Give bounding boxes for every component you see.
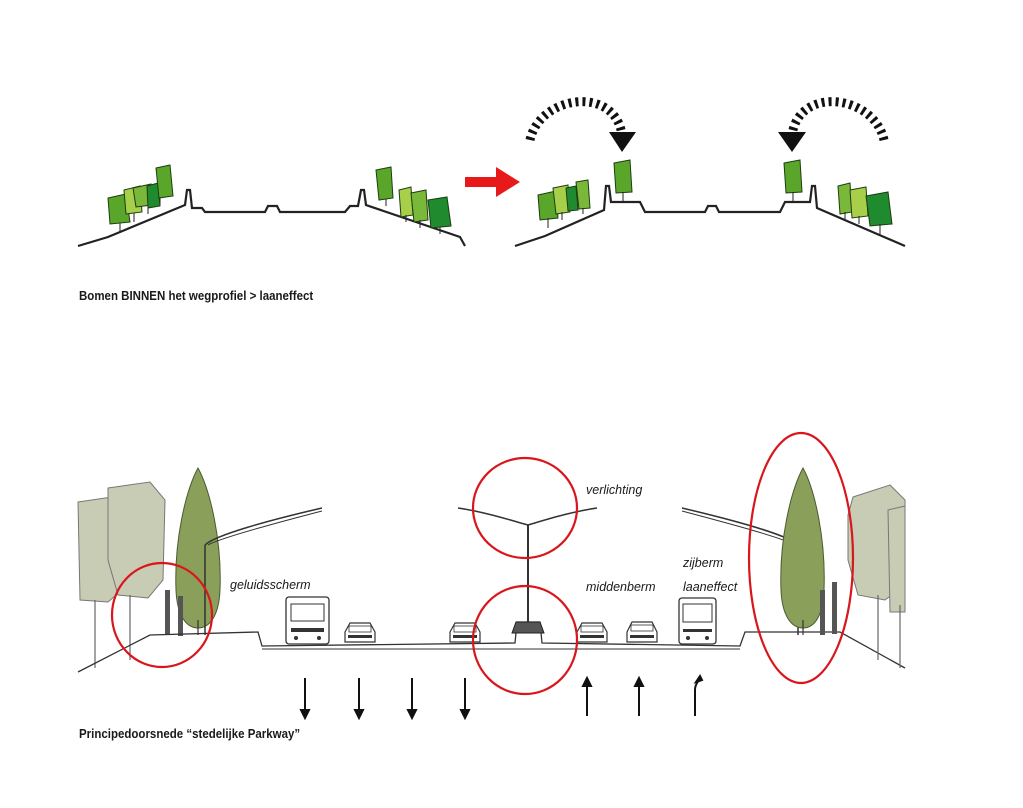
arrow-up-right-lane-7 <box>693 674 704 716</box>
highlight-circles <box>110 431 855 696</box>
trees-left-before <box>107 164 174 232</box>
highlight-circle-noise-screen <box>110 561 214 669</box>
curved-arrow-right-icon <box>778 97 889 152</box>
label-laaneffect: laaneffect <box>683 580 738 594</box>
median-with-lamp <box>457 507 598 634</box>
label-zijberm: zijberm <box>683 556 724 570</box>
lane-direction-arrow-icons <box>299 674 704 721</box>
curved-arrow-left-icon <box>525 97 636 152</box>
label-geluidsscherm: geluidsscherm <box>230 578 311 592</box>
poplar-tree-right <box>780 466 825 635</box>
profile-after <box>514 97 906 248</box>
parkway-section <box>77 431 906 721</box>
arrow-right-icon <box>465 167 520 197</box>
car-lane-2 <box>344 622 376 643</box>
trees-left-after <box>537 159 633 228</box>
car-lane-6 <box>626 621 658 643</box>
noise-screen-right <box>820 582 837 635</box>
highlight-circle-median <box>471 584 579 696</box>
trees-right-after <box>783 159 893 234</box>
road-profile-line-before <box>77 188 466 248</box>
highlight-circle-lighting <box>471 456 579 560</box>
arrow-up-lane-6 <box>633 675 645 716</box>
caption-top: Bomen BINNEN het wegprofiel > laaneffect <box>79 289 314 303</box>
arrow-down-lane-4 <box>459 678 471 721</box>
broadleaf-trees-left <box>77 481 166 668</box>
label-verlichting: verlichting <box>586 483 643 497</box>
road-profile-line-after <box>514 184 906 248</box>
arrow-down-lane-2 <box>353 678 365 721</box>
poplar-tree-left <box>175 466 221 635</box>
highlight-circle-side-verge <box>747 431 855 685</box>
noise-screen-left <box>165 590 183 636</box>
bus-left <box>285 596 330 645</box>
trees-right-before <box>375 166 452 234</box>
arrow-down-lane-3 <box>406 678 418 721</box>
label-middenberm: middenberm <box>586 580 656 594</box>
bus-right <box>678 597 717 645</box>
car-lane-5 <box>576 622 608 643</box>
broadleaf-trees-right <box>847 484 906 668</box>
arrow-up-lane-5 <box>581 675 593 716</box>
caption-bottom: Principedoorsnede “stedelijke Parkway” <box>79 727 301 741</box>
profile-before <box>77 164 466 248</box>
arrow-down-lane-1 <box>299 678 311 721</box>
